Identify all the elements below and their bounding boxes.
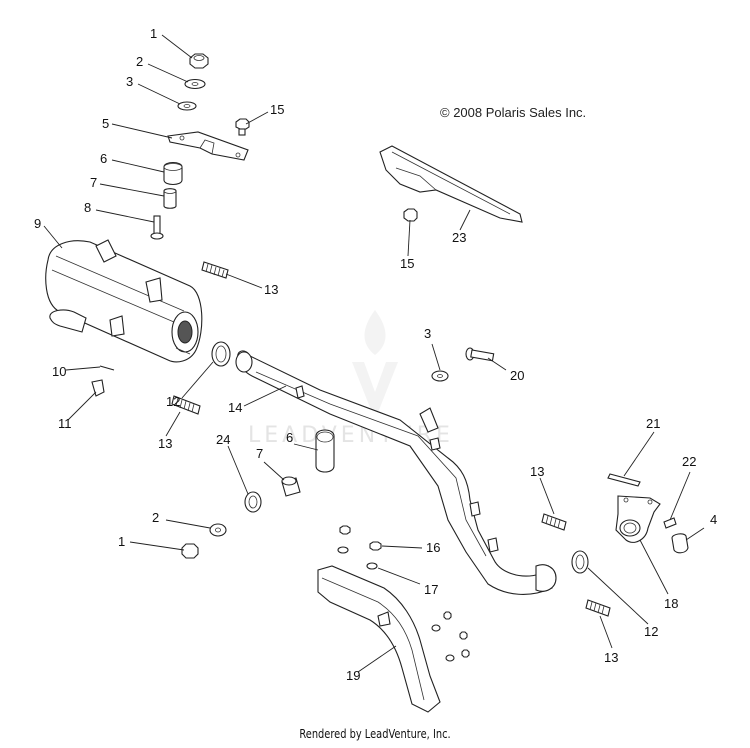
part-small-hardware[interactable] xyxy=(337,525,470,662)
callout-7-top: 7 xyxy=(90,175,97,190)
callout-23: 23 xyxy=(452,230,466,245)
part-headpipe-14[interactable] xyxy=(235,350,557,595)
part-washer-top[interactable] xyxy=(184,78,206,90)
callout-15-mid: 15 xyxy=(400,256,414,271)
callout-17: 17 xyxy=(424,582,438,597)
part-bracket-5[interactable] xyxy=(167,131,249,161)
callout-5: 5 xyxy=(102,116,109,131)
part-gasket-24[interactable] xyxy=(244,491,262,513)
callout-8: 8 xyxy=(84,200,91,215)
copyright-text: © 2008 Polaris Sales Inc. xyxy=(440,105,586,120)
callout-labels: 1 2 3 15 5 6 7 8 9 13 10 12 11 14 13 6 7… xyxy=(34,26,717,683)
callout-21: 21 xyxy=(646,416,660,431)
part-spring-13-lower[interactable] xyxy=(585,599,611,617)
part-gasket-12-right[interactable] xyxy=(571,550,589,574)
part-clip-10[interactable] xyxy=(99,365,115,371)
part-muffler-9[interactable] xyxy=(45,239,203,363)
callout-18: 18 xyxy=(664,596,678,611)
part-bolt-8[interactable] xyxy=(150,215,164,240)
callout-11: 11 xyxy=(58,416,72,431)
callout-13-right: 13 xyxy=(530,464,544,479)
callout-2-lower: 2 xyxy=(152,510,159,525)
part-nut-1-lower[interactable] xyxy=(181,543,199,559)
callout-6-mid: 6 xyxy=(286,430,293,445)
callout-15-top: 15 xyxy=(270,102,284,117)
callout-3-mid: 3 xyxy=(424,326,431,341)
callout-3-top: 3 xyxy=(126,74,133,89)
part-spring-13-mid[interactable] xyxy=(171,395,201,415)
part-flange-18[interactable] xyxy=(615,495,661,543)
part-spring-13-right[interactable] xyxy=(541,513,567,531)
callout-22: 22 xyxy=(682,454,696,469)
callout-7-mid: 7 xyxy=(256,446,263,461)
callout-19: 19 xyxy=(346,668,360,683)
part-nut-top[interactable] xyxy=(189,53,209,69)
callout-13-top: 13 xyxy=(264,282,278,297)
part-washer-3-mid[interactable] xyxy=(431,370,449,382)
part-bushing-7-mid[interactable] xyxy=(281,476,301,497)
part-nut-4[interactable] xyxy=(671,533,689,554)
footer-credit: Rendered by LeadVenture, Inc. xyxy=(299,727,451,741)
part-gasket-12-left[interactable] xyxy=(211,341,231,367)
callout-13-lower: 13 xyxy=(604,650,618,665)
part-spring-13-top[interactable] xyxy=(201,261,229,279)
callout-10: 10 xyxy=(52,364,66,379)
part-gasket-21[interactable] xyxy=(607,473,641,487)
part-bolt-15-top[interactable] xyxy=(235,118,250,136)
part-bolt-15-mid[interactable] xyxy=(403,208,418,222)
part-grommet-6-top[interactable] xyxy=(163,161,183,186)
part-nut-16[interactable] xyxy=(369,541,382,551)
callout-1-lower: 1 xyxy=(118,534,125,549)
callout-16: 16 xyxy=(426,540,440,555)
part-washer-17[interactable] xyxy=(366,562,378,570)
callout-20: 20 xyxy=(510,368,524,383)
part-heatshield-19[interactable] xyxy=(317,565,441,713)
callout-9: 9 xyxy=(34,216,41,231)
callout-14: 14 xyxy=(228,400,242,415)
leadventure-logo-icon xyxy=(352,310,398,420)
callout-6-top: 6 xyxy=(100,151,107,166)
callout-24: 24 xyxy=(216,432,230,447)
part-lockwasher-top[interactable] xyxy=(177,101,197,111)
part-grommet-6-mid[interactable] xyxy=(315,429,335,473)
callout-13-mid: 13 xyxy=(158,436,172,451)
part-bushing-11[interactable] xyxy=(91,379,105,397)
callout-2-top: 2 xyxy=(136,54,143,69)
leader-lines xyxy=(43,34,705,673)
part-bushing-7-top[interactable] xyxy=(163,188,177,209)
callout-12-right: 12 xyxy=(644,624,658,639)
callout-12-left: 12 xyxy=(166,394,180,409)
callout-4: 4 xyxy=(710,512,717,527)
part-heatshield-23[interactable] xyxy=(379,145,523,223)
part-washer-2-lower[interactable] xyxy=(209,523,227,537)
callout-1-top: 1 xyxy=(150,26,157,41)
part-bolt-20[interactable] xyxy=(465,347,495,362)
